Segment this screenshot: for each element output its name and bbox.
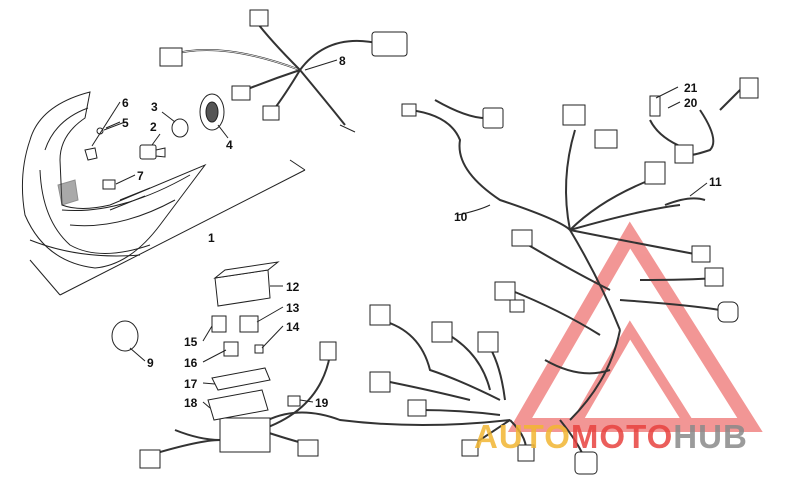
watermark-auto: AUTO: [474, 418, 571, 455]
callout-9: 9: [147, 356, 154, 370]
watermark-moto: MOTO: [571, 418, 673, 455]
callout-7: 7: [137, 169, 144, 183]
callout-13: 13: [286, 301, 300, 315]
callout-1: 1: [208, 231, 215, 245]
svg-text:AUTOMOTOHUB: AUTOMOTOHUB: [474, 418, 748, 455]
callout-16: 16: [184, 356, 198, 370]
watermark-text: AUTOMOTOHUB: [474, 418, 748, 455]
callout-6: 6: [122, 96, 129, 110]
callout-11: 11: [709, 175, 722, 189]
watermark-hub: HUB: [673, 418, 748, 455]
harness-8: [159, 9, 408, 133]
callout-10: 10: [454, 210, 468, 224]
bulb-socket-parts: [84, 93, 225, 190]
main-harness-10: [401, 77, 759, 421]
callout-17: 17: [184, 377, 198, 391]
callout-21: 21: [684, 81, 698, 95]
headlight-assembly: [21, 91, 306, 296]
callout-14: 14: [286, 320, 300, 334]
callout-5: 5: [122, 116, 129, 130]
callout-15: 15: [184, 335, 198, 349]
callout-8: 8: [339, 54, 346, 68]
relay-fuse-parts: [111, 261, 280, 421]
callout-12: 12: [286, 280, 300, 294]
callout-20: 20: [684, 96, 698, 110]
callout-19: 19: [315, 396, 329, 410]
callout-2: 2: [150, 120, 157, 134]
leader-lines: [91, 59, 708, 409]
callouts: 1 2 3 4 5 6 7 8 9 10 11 12 13 14 15 16 1…: [122, 54, 722, 410]
watermark-logo: [507, 221, 763, 432]
callout-4: 4: [226, 138, 233, 152]
callout-3: 3: [151, 100, 158, 114]
callout-18: 18: [184, 396, 198, 410]
